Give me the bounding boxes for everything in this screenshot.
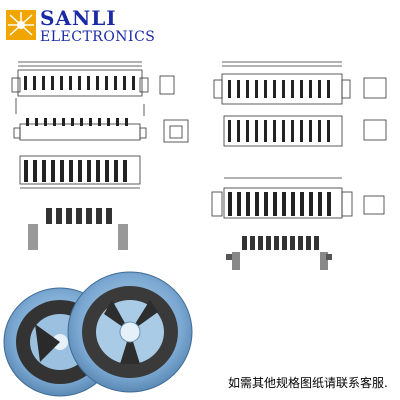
logo-rays-icon (8, 12, 34, 36)
right-technical-drawing (211, 61, 387, 270)
brand-name: SANLI (40, 6, 117, 30)
brand-subtitle: ELECTRONICS (40, 29, 156, 45)
brand-banner: SANLI ELECTRONICS (0, 0, 400, 58)
logo-icon (6, 10, 36, 40)
left-technical-drawing (11, 61, 189, 250)
contact-note: 如需其他规格图纸请联系客服. (228, 376, 388, 390)
tape-reels-image (3, 271, 193, 397)
